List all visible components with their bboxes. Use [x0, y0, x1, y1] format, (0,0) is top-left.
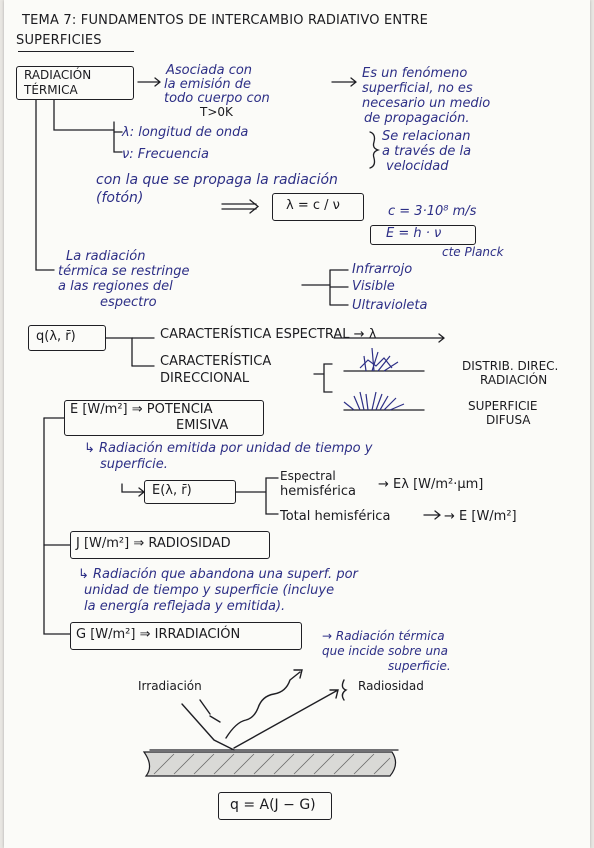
restrict-text-3: a las regiones del — [58, 279, 173, 294]
radiosity-desc-3: la energía reflejada y emitida). — [84, 599, 286, 614]
title-underline — [18, 51, 134, 53]
final-formula: q = A(J − G) — [230, 797, 316, 813]
directional-characteristic-2: DIRECCIONAL — [160, 371, 250, 386]
emissive-desc-2: superficie. — [100, 457, 168, 472]
q-function: q(λ, r̄) — [36, 329, 76, 344]
notebook-page: TEMA 7: FUNDAMENTOS DE INTERCAMBIO RADIA… — [4, 0, 590, 848]
emision-text: la emisión de — [164, 77, 251, 92]
irradiation-desc-2: que incide sobre una — [322, 644, 449, 658]
radiacion-label: RADIACIÓN — [24, 68, 92, 82]
radiosity-desc-1: ↳ Radiación que abandona una superf. por — [78, 567, 358, 582]
spectral-characteristic: CARACTERÍSTICA ESPECTRAL → λ — [160, 327, 377, 342]
irradiation-label: G [W/m²] ⇒ IRRADIACIÓN — [76, 627, 241, 642]
todo-cuerpo-text: todo cuerpo con — [164, 91, 270, 106]
temperature-condition: T>0K — [200, 105, 233, 119]
irradiacion-label: Irradiación — [138, 679, 202, 693]
propagacion-text: de propagación. — [364, 111, 470, 126]
emisiva-label: EMISIVA — [176, 418, 229, 433]
medio-text: necesario un medio — [362, 96, 491, 111]
fenomeno-text: Es un fenómeno — [362, 66, 468, 81]
termica-label: TÉRMICA — [24, 83, 78, 97]
foton-text: (fotón) — [96, 190, 144, 206]
surface-label-1: SUPERFICIE — [468, 399, 538, 413]
emissive-power-label: E [W/m²] ⇒ POTENCIA — [70, 402, 213, 417]
distrib-label-1: DISTRIB. DIREC. — [462, 359, 559, 373]
radiosity-label: J [W/m²] ⇒ RADIOSIDAD — [76, 536, 231, 551]
distrib-label-2: RADIACIÓN — [480, 373, 548, 387]
spectrum-infrared: Infrarrojo — [352, 262, 413, 277]
restrict-text-2: térmica se restringe — [58, 264, 190, 279]
emissive-desc-1: ↳ Radiación emitida por unidad de tiempo… — [84, 441, 373, 456]
spectral-hemispheric-1: Espectral — [280, 469, 336, 483]
relacionan-text: Se relacionan — [382, 129, 471, 144]
irradiation-desc-1: → Radiación térmica — [322, 629, 445, 643]
radiosity-desc-2: unidad de tiempo y superficie (incluye — [84, 583, 335, 598]
nu-definition: ν: Frecuencia — [122, 147, 209, 162]
lambda-formula: λ = c / ν — [286, 198, 340, 213]
asociada-text: Asociada con — [166, 63, 253, 78]
e-lambda-function: E(λ, r̄) — [152, 483, 192, 498]
planck-label: cte Planck — [442, 245, 504, 259]
connector-drawings — [35, 77, 446, 777]
surface-label-2: DIFUSA — [486, 413, 531, 427]
directional-characteristic-1: CARACTERÍSTICA — [160, 354, 272, 369]
final-formula-box — [218, 792, 332, 820]
total-hemispheric: Total hemisférica — [280, 509, 391, 524]
energy-formula-box — [370, 225, 476, 245]
page-title-line2: SUPERFICIES — [16, 33, 102, 48]
radiosidad-label: Radiosidad — [358, 679, 424, 693]
velocidad-text: velocidad — [386, 159, 449, 174]
page-title: TEMA 7: FUNDAMENTOS DE INTERCAMBIO RADIA… — [22, 13, 429, 28]
lambda-definition: λ: longitud de onda — [122, 125, 249, 140]
traves-text: a través de la — [382, 144, 472, 159]
irradiation-box — [70, 622, 302, 650]
lambda-formula-box — [272, 193, 364, 221]
total-result: → E [W/m²] — [444, 509, 517, 524]
spectral-hemispheric-2: hemisférica — [280, 484, 356, 499]
radiacion-termica-box — [16, 66, 134, 100]
restrict-text-4: espectro — [100, 295, 157, 310]
spectral-result: → Eλ [W/m²·μm] — [378, 477, 484, 492]
spectrum-ultraviolet: Ultravioleta — [352, 298, 428, 313]
restrict-text-1: La radiación — [66, 249, 146, 264]
speed-of-light: c = 3·10⁸ m/s — [388, 204, 477, 219]
superficial-text: superficial, no es — [362, 81, 473, 96]
irradiation-desc-3: superficie. — [388, 659, 451, 673]
energy-formula: E = h · ν — [386, 226, 442, 241]
spectrum-visible: Visible — [352, 279, 395, 294]
propaga-text: con la que se propaga la radiación — [96, 172, 338, 188]
